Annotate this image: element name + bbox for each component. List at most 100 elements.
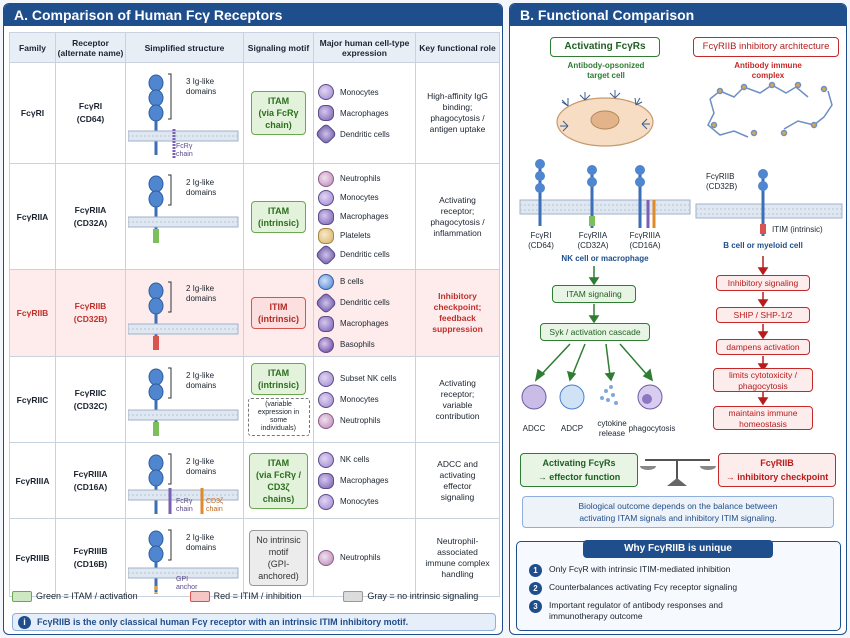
cell-type-item: Macrophages <box>318 103 414 124</box>
step-inhibitory-signaling: Inhibitory signaling <box>716 275 810 291</box>
cell-type-item: Macrophages <box>318 313 414 334</box>
target-nucleus-icon <box>590 110 620 130</box>
unique-box: Why FcγRIIB is unique 1 Only FcγR with i… <box>516 540 841 631</box>
cell-type-item: Neutrophils <box>318 410 414 431</box>
phagocytosis-particle-icon <box>642 394 652 404</box>
cell-type-item: Monocytes <box>318 389 414 410</box>
domain-label: 3 Ig-like domains <box>186 77 217 96</box>
receptor-structure-icon <box>127 281 238 350</box>
cell-motif: ITAM (intrinsic)(variable expression in … <box>243 356 314 443</box>
cell-type-item: Basophils <box>318 334 414 355</box>
cell-type-item: Monocytes <box>318 82 414 103</box>
unique-item-text: Only FcγR with intrinsic ITIM-mediated i… <box>549 564 731 574</box>
activating-header: Activating FcγRs <box>550 37 660 57</box>
cell-type-icon <box>318 493 334 510</box>
balance-note: Biological outcome depends on the balanc… <box>522 496 834 528</box>
cell-family: FcγRI <box>9 62 56 164</box>
fcgriia-receptor-icon <box>587 165 597 228</box>
number-badge: 3 <box>529 600 542 613</box>
cell-role: High-affinity IgG binding; phagocytosis … <box>415 62 500 164</box>
step-ship: SHIP / SHP-1/2 <box>716 307 810 323</box>
cell-type-icon <box>318 412 334 429</box>
inhibitory-header: FcγRIIB inhibitory architecture <box>693 37 839 57</box>
domain-label: 2 Ig-like domains <box>186 457 217 476</box>
receptor-structure-icon <box>127 174 238 243</box>
cell-type-label: Monocytes <box>340 395 379 404</box>
step-syk-cascade: Syk / activation cascade <box>540 323 650 341</box>
cell-type-icon <box>318 391 334 408</box>
receptor-label-fcgriia: FcγRIIA (CD32A) <box>577 231 609 250</box>
cell-family: FcγRIIIB <box>9 518 56 597</box>
motif-badge: ITAM (intrinsic) <box>250 363 306 395</box>
cytokine-icon <box>600 385 618 405</box>
inhibitory-receptor-label: FcγRIIB (CD32B) <box>706 172 738 191</box>
header-expression: Major human cell-type expression <box>313 32 416 63</box>
cell-type-item: Neutrophils <box>318 547 414 568</box>
domain-label: 2 Ig-like domains <box>186 284 217 303</box>
legend-label-red: Red = ITIM / inhibition <box>213 591 302 601</box>
cell-type-label: Neutrophils <box>340 174 381 183</box>
table-header-row: Family Receptor (alternate name) Simplif… <box>9 32 500 63</box>
outcome-cytokine: cytokine release <box>597 419 627 438</box>
immune-complex-label: Antibody immune complex <box>734 61 802 80</box>
cell-motif: ITIM (intrinsic) <box>243 269 314 357</box>
cell-type-label: Dendritic cells <box>340 298 390 307</box>
cell-role: ADCC and activating effector signaling <box>415 442 500 519</box>
chain-label-2: CD3ζ chain <box>206 498 224 513</box>
cell-type-item: B cells <box>318 271 414 292</box>
receptor-label-fcgriiia: FcγRIIIA (CD16A) <box>629 231 661 250</box>
cell-motif: No intrinsic motif (GPI- anchored) <box>243 518 314 597</box>
balance-activating: Activating FcγRs → effector function <box>520 453 638 487</box>
receptor-structure-icon <box>127 73 238 159</box>
legend-item-red: Red = ITIM / inhibition <box>189 591 302 603</box>
header-family: Family <box>9 32 56 63</box>
cell-type-label: Macrophages <box>340 212 389 221</box>
cell-family: FcγRIIC <box>9 356 56 443</box>
cell-type-item: Macrophages <box>318 470 414 491</box>
cell-type-item: Macrophages <box>318 207 414 226</box>
cell-type-icon <box>314 291 338 314</box>
activating-membrane-label: NK cell or macrophage <box>561 254 649 263</box>
cell-type-icon <box>318 105 334 121</box>
inhibitory-membrane-label: B cell or myeloid cell <box>723 241 803 250</box>
cell-type-icon <box>318 336 334 353</box>
cell-type-item: NK cells <box>318 449 414 470</box>
header-receptor: Receptor (alternate name) <box>55 32 126 63</box>
header-role: Key functional role <box>415 32 500 63</box>
cell-motif: ITAM (via FcRγ / CD3ζ chains) <box>243 442 314 519</box>
activating-membrane-icon <box>519 199 691 215</box>
cell-type-icon <box>314 122 338 146</box>
outcome-phagocytosis: phagocytosis <box>628 424 676 433</box>
comparison-table: Family Receptor (alternate name) Simplif… <box>9 32 500 597</box>
unique-item-text: Counterbalances activating Fcγ receptor … <box>549 582 738 592</box>
motif-badge: ITIM (intrinsic) <box>250 297 306 329</box>
panel-a-footer: i FcγRIIB is the only classical human Fc… <box>12 613 496 631</box>
header-motif: Signaling motif <box>243 32 314 63</box>
cell-type-item: Neutrophils <box>318 169 414 188</box>
balance-scale-icon <box>640 459 716 486</box>
itim-label: ITIM (intrinsic) <box>772 225 823 234</box>
outcome-adcc: ADCC <box>522 424 546 433</box>
cell-type-item: Subset NK cells <box>318 368 414 389</box>
domain-label: 2 Ig-like domains <box>186 371 217 390</box>
cell-structure: 2 Ig-like domains <box>125 163 244 270</box>
receptor-structure-icon <box>127 367 238 436</box>
motif-badge: ITAM (via FcRγ / CD3ζ chains) <box>248 452 309 509</box>
cell-type-label: Neutrophils <box>340 416 381 425</box>
cell-type-label: Platelets <box>340 231 371 240</box>
opsonizing-antibodies-icon <box>560 90 650 132</box>
cell-role: Neutrophil- associated immune complex ha… <box>415 518 500 597</box>
cell-type-label: Basophils <box>340 340 375 349</box>
step-itam-signaling: ITAM signaling <box>552 285 636 303</box>
receptor-structure-icon <box>127 453 238 514</box>
unique-title: Why FcγRIIB is unique <box>583 540 773 558</box>
cell-type-label: Macrophages <box>340 319 389 328</box>
motif-badge: ITAM (via FcRγ chain) <box>251 91 306 135</box>
domain-label: 2 Ig-like domains <box>186 533 217 552</box>
